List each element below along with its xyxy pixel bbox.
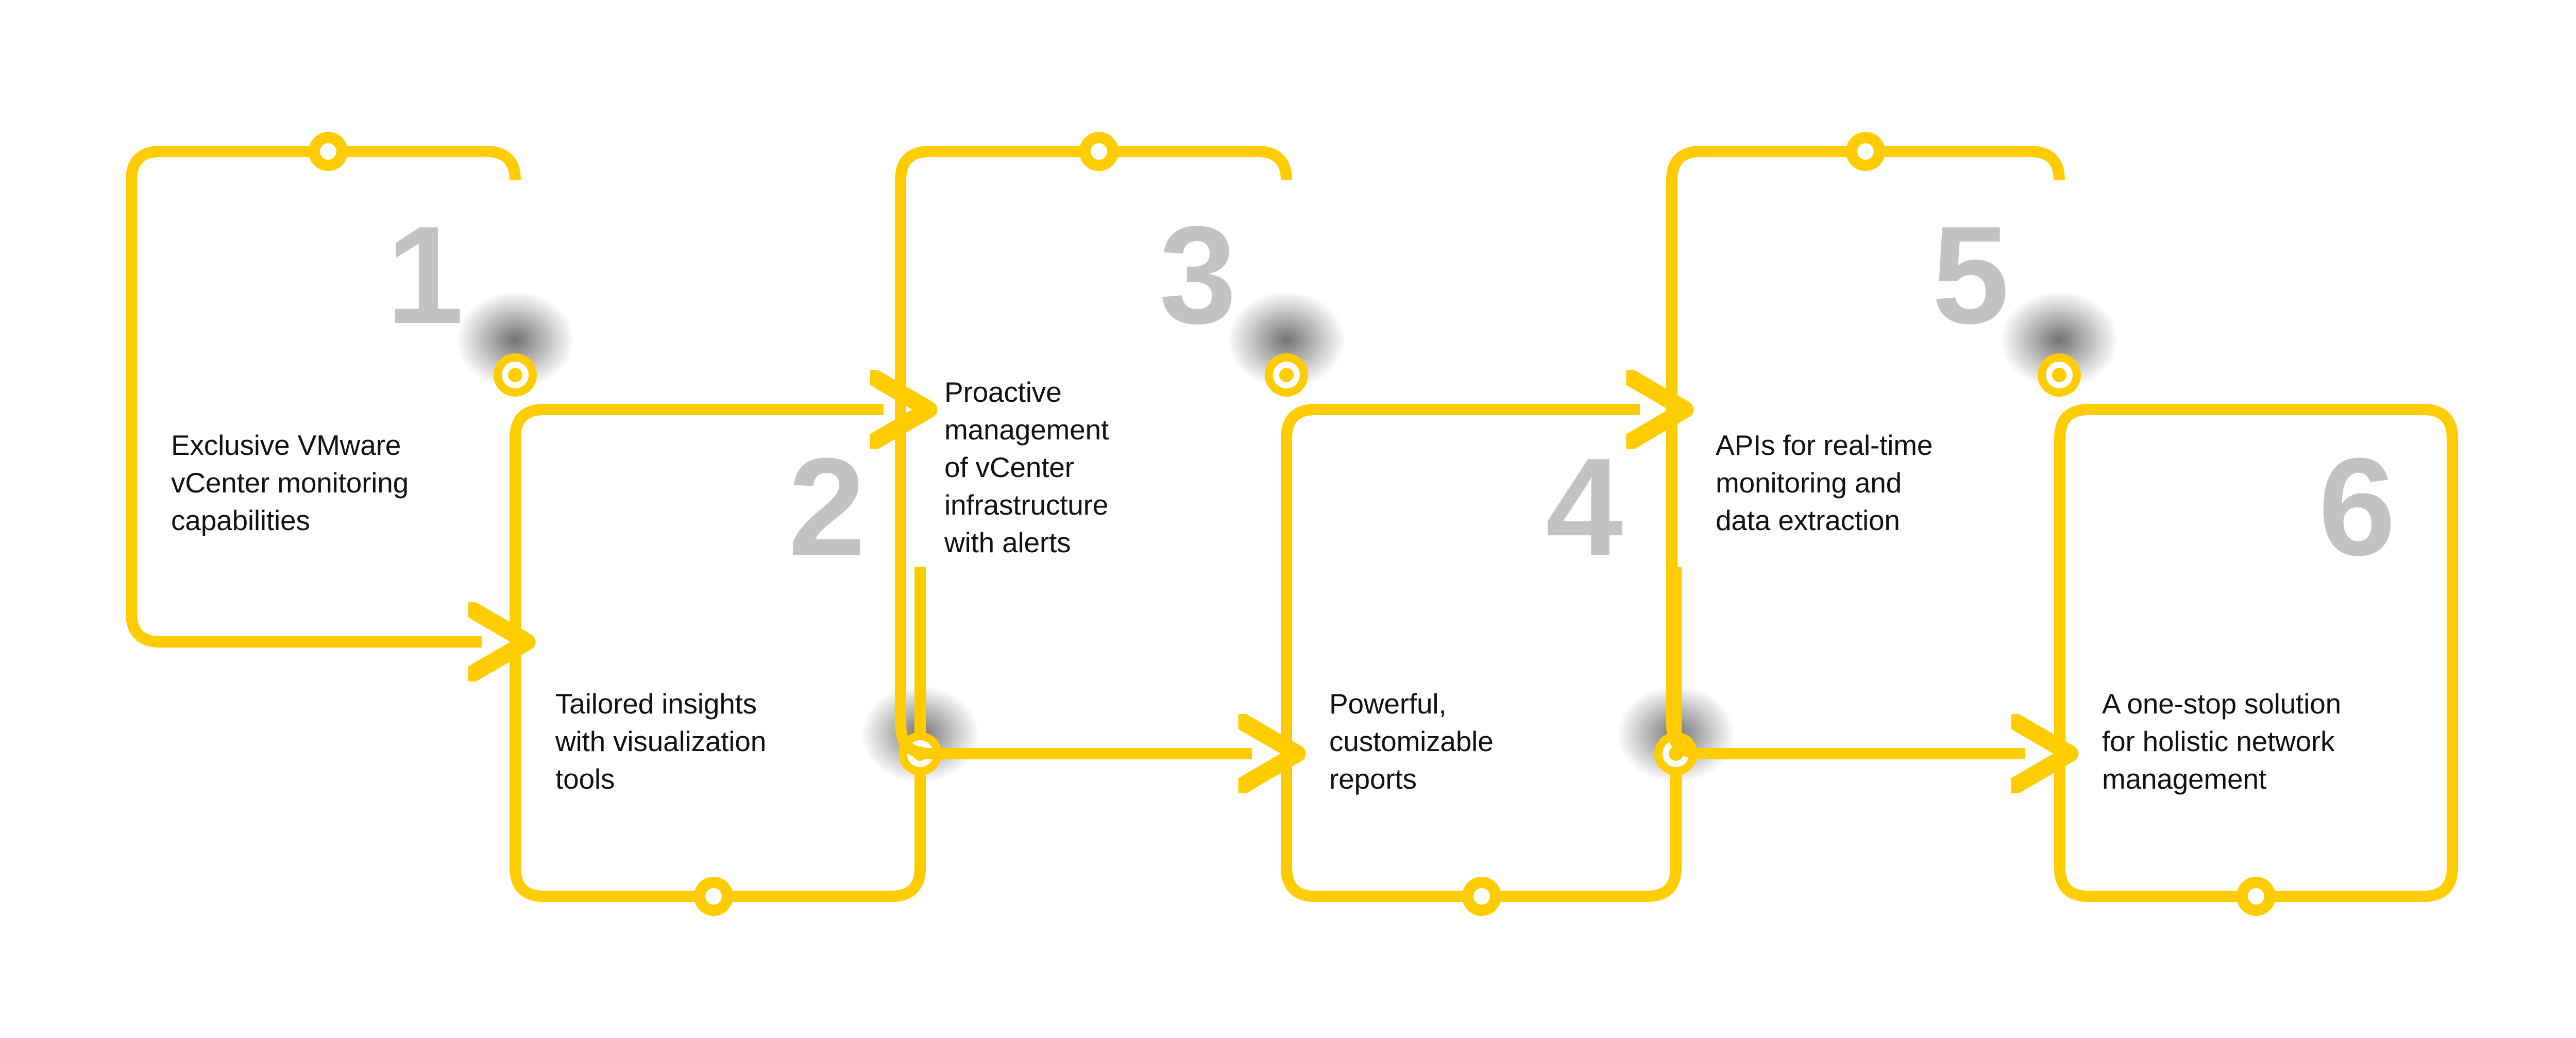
step-card-2[interactable]	[510, 404, 926, 916]
step-card-5[interactable]	[1666, 132, 2065, 759]
step-card-3[interactable]	[895, 132, 1292, 759]
step-card-1[interactable]	[126, 132, 521, 648]
step-text-5: APIs for real-time monitoring and data e…	[1716, 429, 1933, 536]
ring-connector-icon-5-top	[1846, 132, 1885, 171]
card-outline-5	[1666, 146, 2065, 759]
ring-connector-icon-1-top	[309, 132, 348, 171]
ring-connector-icon-4-bottom	[1462, 877, 1501, 916]
card-outline-6	[2054, 404, 2458, 902]
card-outline-4	[1281, 404, 1682, 902]
step-number-5: 5	[1931, 198, 2009, 353]
bullseye-connector-icon-1-2	[494, 353, 537, 397]
bullseye-connector-icon-5-6	[2038, 353, 2081, 397]
step-card-6[interactable]	[2054, 404, 2458, 916]
step-number-1: 1	[386, 198, 464, 353]
step-text-6: A one-stop solution for holistic network…	[2102, 688, 2342, 795]
bullseye-connector-icon-3-4	[1265, 353, 1308, 397]
step-number-4: 4	[1545, 430, 1623, 585]
step-text-2: Tailored insights with visualization too…	[555, 688, 767, 795]
ring-connector-icon-2-bottom	[694, 877, 733, 916]
step-number-3: 3	[1159, 198, 1236, 353]
step-text-4: Powerful, customizable reports	[1329, 688, 1494, 795]
step-text-3: Proactive management of vCenter infrastr…	[944, 376, 1109, 558]
card-outline-2	[510, 404, 926, 902]
card-outline-3	[895, 146, 1292, 759]
step-text-1: Exclusive VMware vCenter monitoring capa…	[171, 429, 409, 536]
ring-connector-icon-3-top	[1079, 132, 1118, 171]
card-outline-1	[126, 146, 521, 648]
bullseye-connector-icon-4-5	[1654, 732, 1698, 775]
ring-connector-icon-6-bottom	[2236, 877, 2276, 916]
step-number-2: 2	[788, 430, 866, 585]
step-number-6: 6	[2318, 430, 2396, 585]
